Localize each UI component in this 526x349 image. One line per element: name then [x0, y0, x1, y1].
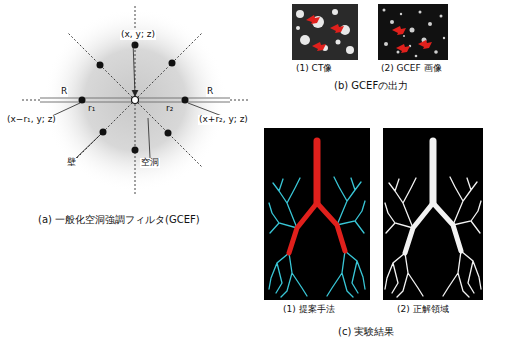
- trachea-trunk: [289, 141, 345, 253]
- point-label: (x−r₁, y; z): [6, 115, 57, 125]
- panel-caption: (b) GCEFの出力: [334, 80, 408, 91]
- red-arrows: [306, 15, 432, 53]
- image-caption: (2) 正解領域: [397, 305, 449, 315]
- ct-image: [292, 4, 358, 60]
- point-label: (x, y; z): [120, 30, 156, 40]
- radius-label: R: [60, 87, 68, 97]
- leader-lines: [52, 42, 222, 158]
- distance-label: r₁: [88, 104, 95, 114]
- wall-points: [79, 42, 189, 154]
- panel-caption: (c) 実験結果: [338, 326, 394, 337]
- wall-label: 壁: [66, 158, 77, 168]
- gcef-image: [378, 4, 448, 60]
- cavity-label: 空洞: [140, 158, 160, 168]
- image-caption: (1) CT像: [296, 64, 332, 74]
- point-label: (x+r₂, y; z): [198, 115, 249, 125]
- ground-truth-image: [383, 128, 483, 300]
- panel-caption: (a) 一般化空洞強調フィルタ(GCEF): [38, 214, 200, 225]
- proposed-result-image: [264, 128, 370, 300]
- radius-label: R: [206, 87, 214, 97]
- image-caption: (1) 提案手法: [283, 305, 335, 315]
- center-point: [132, 97, 139, 104]
- truth-trunk: [405, 141, 461, 253]
- ct-blobs: [296, 9, 354, 54]
- gcef-noise: [383, 9, 446, 58]
- filter-rays: [20, 5, 250, 195]
- image-caption: (2) GCEF 画像: [381, 64, 442, 74]
- distance-label: r₂: [166, 104, 173, 114]
